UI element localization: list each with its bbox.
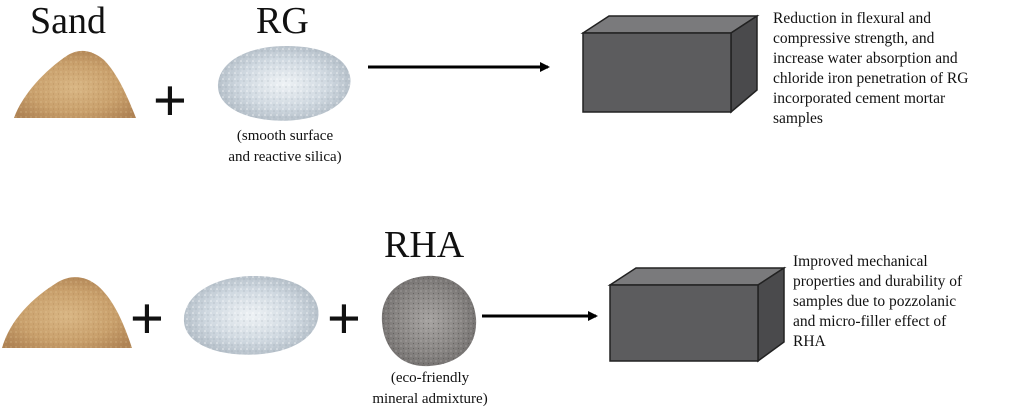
outcome-row2: Improved mechanical properties and durab…	[793, 252, 962, 352]
rg-label: RG	[256, 0, 309, 42]
rha-note-line1: (eco-friendly	[390, 370, 470, 386]
rha-pile-row2	[381, 275, 477, 367]
rha-label: RHA	[384, 224, 465, 266]
outcome-row2-line: Improved mechanical	[793, 253, 928, 270]
rg-note: (smooth surface and reactive silica)	[200, 126, 370, 168]
rg-pile-row2	[183, 276, 319, 355]
plus-sign-row1: +	[153, 68, 187, 133]
outcome-row1-line: chloride iron penetration of RG	[773, 70, 969, 87]
rha-note: (eco-friendly mineral admixture)	[350, 368, 510, 410]
outcome-row1-line: incorporated cement mortar	[773, 90, 946, 107]
outcome-row2-line: and micro-filler effect of	[793, 313, 947, 330]
outcome-row1: Reduction in flexural and compressive st…	[773, 9, 968, 129]
outcome-row1-line: increase water absorption and	[773, 50, 958, 67]
mortar-block-row1	[580, 14, 760, 114]
outcome-row2-line: properties and durability of	[793, 273, 963, 290]
rha-note-line2: mineral admixture)	[372, 391, 488, 407]
outcome-row2-line: samples due to pozzolanic	[793, 293, 957, 310]
plus-sign-row2-first: +	[130, 286, 164, 351]
sand-pile-row2	[2, 277, 132, 348]
sand-label: Sand	[30, 0, 106, 42]
outcome-row1-line: compressive strength, and	[773, 30, 935, 47]
outcome-row1-line: Reduction in flexural and	[773, 10, 931, 27]
rg-note-line2: and reactive silica)	[228, 149, 342, 165]
rg-pile-row1	[217, 46, 351, 121]
outcome-row2-line: RHA	[793, 333, 826, 350]
outcome-row1-line: samples	[773, 110, 823, 127]
plus-sign-row2-second: +	[327, 286, 361, 351]
rg-note-line1: (smooth surface	[236, 128, 334, 144]
sand-pile-row1	[14, 50, 136, 118]
mortar-block-row2	[607, 266, 787, 363]
